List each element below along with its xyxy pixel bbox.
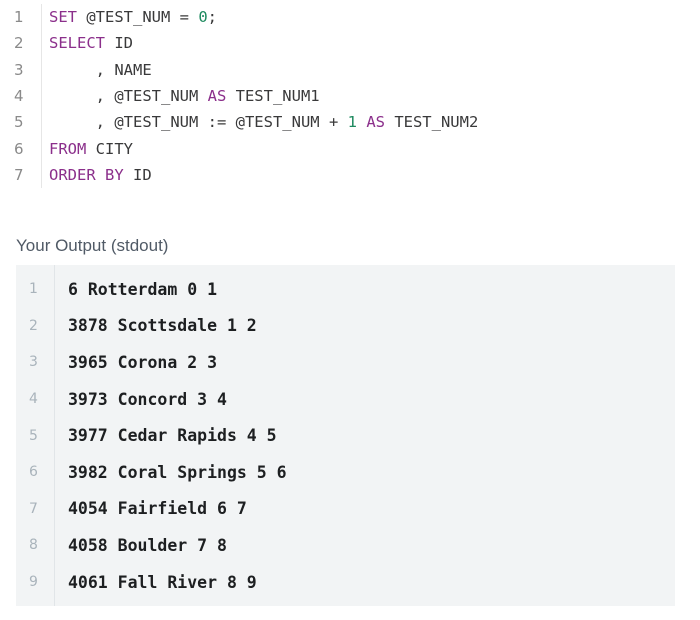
sql-keyword: AS: [207, 87, 227, 106]
output-line-text: 6 Rotterdam 0 1: [68, 279, 218, 299]
sql-number: 0: [198, 8, 208, 27]
code-line[interactable]: 5 , @TEST_NUM := @TEST_NUM + 1 AS TEST_N…: [0, 109, 700, 136]
output-line: 4 3973 Concord 3 4: [16, 381, 675, 418]
code-text[interactable]: , NAME: [42, 61, 152, 79]
sql-keyword: SET: [49, 8, 77, 27]
code-text[interactable]: , @TEST_NUM := @TEST_NUM + 1 AS TEST_NUM…: [42, 113, 479, 132]
sql-keyword: FROM: [49, 139, 87, 158]
sql-token: ID: [105, 34, 133, 53]
sql-token: , NAME: [49, 60, 152, 79]
sql-keyword: AS: [366, 113, 385, 132]
output-line-number: 3: [29, 354, 38, 371]
line-number: 5: [0, 109, 42, 136]
line-number: 6: [0, 135, 42, 162]
output-line-number: 1: [29, 281, 38, 298]
line-number: 7: [0, 161, 42, 189]
sql-token: TEST_NUM1: [226, 87, 320, 106]
sql-token: ;: [207, 8, 218, 27]
output-line: 7 4054 Fairfield 6 7: [16, 491, 675, 528]
line-number: 1: [0, 4, 42, 31]
output-line: 6 3982 Coral Springs 5 6: [16, 454, 675, 491]
sql-token: [357, 113, 366, 131]
code-text[interactable]: , @TEST_NUM AS TEST_NUM1: [42, 87, 320, 105]
output-line-number: 7: [29, 500, 38, 517]
code-text[interactable]: SELECT ID: [42, 34, 133, 52]
code-text[interactable]: ORDER BY ID: [42, 166, 152, 184]
output-line: 5 3977 Cedar Rapids 4 5: [16, 417, 675, 454]
output-line-text: 3982 Coral Springs 5 6: [68, 462, 287, 482]
sql-token: @TEST_NUM =: [77, 8, 199, 27]
code-text[interactable]: SET @TEST_NUM = 0;: [42, 8, 217, 26]
line-number: 4: [0, 82, 42, 110]
sql-keyword: ORDER BY: [49, 165, 124, 184]
output-lines: 1 6 Rotterdam 0 1 2 3878 Scottsdale 1 2 3 396…: [16, 271, 675, 600]
output-line: 9 4061 Fall River 8 9: [16, 564, 675, 601]
output-line-text: 3977 Cedar Rapids 4 5: [68, 426, 277, 446]
output-gutter: [16, 265, 55, 606]
output-panel: 1 6 Rotterdam 0 1 2 3878 Scottsdale 1 2 3 396…: [16, 265, 675, 606]
line-number: 3: [0, 56, 42, 83]
output-line: 3 3965 Corona 2 3: [16, 344, 675, 381]
output-line-number: 2: [29, 317, 38, 334]
sql-token: TEST_NUM2: [384, 113, 479, 132]
output-label: Your Output (stdout): [16, 236, 169, 255]
output-line: 2 3878 Scottsdale 1 2: [16, 308, 675, 345]
output-line-number: 5: [29, 427, 38, 444]
line-number: 2: [0, 30, 42, 57]
output-line: 8 4058 Boulder 7 8: [16, 527, 675, 564]
output-line: 1 6 Rotterdam 0 1: [16, 271, 675, 308]
output-line-number: 6: [29, 464, 38, 481]
sql-token: CITY: [86, 139, 133, 158]
output-line-text: 3878 Scottsdale 1 2: [68, 316, 257, 336]
sql-token: , @TEST_NUM := @TEST_NUM +: [49, 113, 348, 132]
code-line[interactable]: 4 , @TEST_NUM AS TEST_NUM1: [0, 82, 700, 110]
sql-number: 1: [347, 113, 357, 132]
code-line[interactable]: 3 , NAME: [0, 56, 700, 83]
output-line-number: 9: [29, 574, 38, 591]
sql-token: ID: [123, 165, 152, 184]
output-line-text: 3965 Corona 2 3: [68, 352, 218, 372]
sql-token: , @TEST_NUM: [49, 87, 208, 106]
output-line-number: 4: [29, 391, 38, 408]
output-line-text: 4061 Fall River 8 9: [68, 572, 257, 592]
sql-keyword: SELECT: [49, 34, 105, 53]
output-line-text: 4058 Boulder 7 8: [68, 535, 227, 555]
output-line-number: 8: [29, 537, 38, 554]
output-line-text: 3973 Concord 3 4: [68, 389, 227, 409]
output-line-text: 4054 Fairfield 6 7: [68, 499, 247, 519]
code-text[interactable]: FROM CITY: [42, 140, 133, 158]
